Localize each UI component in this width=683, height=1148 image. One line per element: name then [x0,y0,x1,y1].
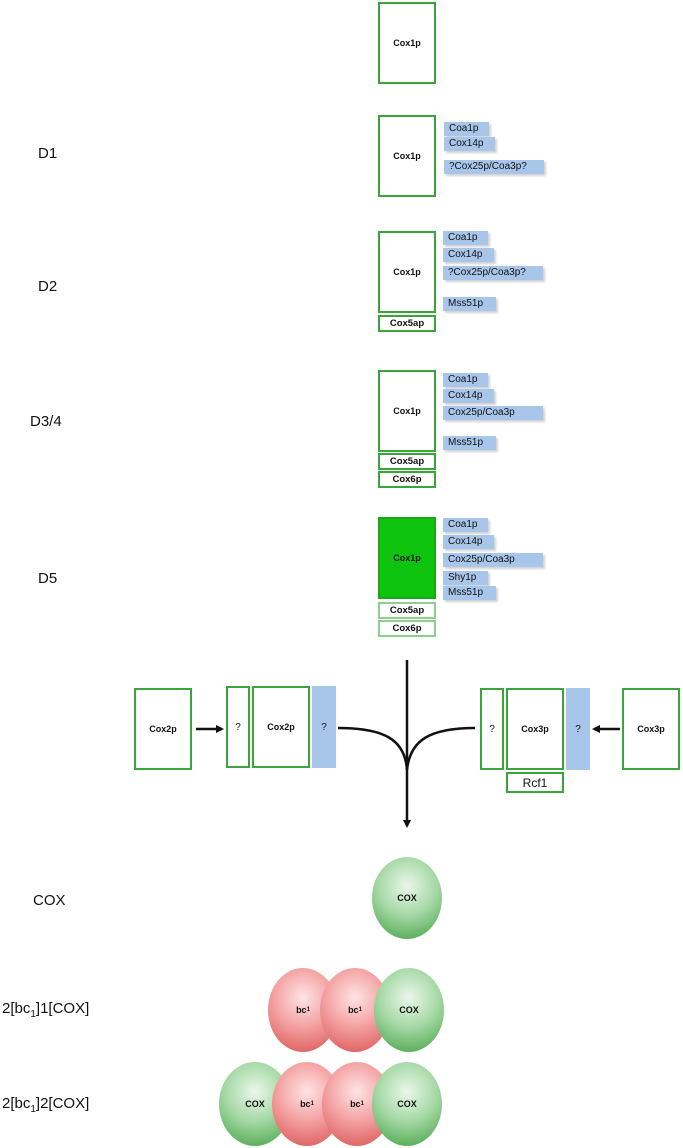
shy1p-tag-d5: Shy1p [443,571,488,585]
stage-label-supercomplex-1: 2[bc1]1[COX] [2,1000,89,1020]
cox14p-tag-d3-4: Cox14p [443,389,494,403]
cox5ap-box-d2: Cox5ap [378,315,436,332]
cox1p-box-stage0: Cox1p [378,2,436,84]
cox2p-box-free: Cox2p [134,688,192,770]
bc1-label: bc [348,1005,359,1015]
cox25p-tag-d2: ?Cox25p/Coa3p? [443,266,543,280]
cox6p-box-d3-4: Cox6p [378,471,436,488]
cox-sphere-sc1: COX [374,968,444,1052]
right-merge-curve [405,726,476,771]
sc2-prefix: 2[bc [2,1095,31,1112]
coa1p-tag-d5: Coa1p [443,518,488,532]
cox3p-unknown-green: ? [480,688,504,770]
sc1-subscript: 1 [30,1009,36,1020]
cox-sphere-sc2-right: COX [372,1062,442,1146]
stage-label-d2: D2 [38,278,58,295]
bc1-subscript: 1 [358,1007,362,1013]
bc1-subscript: 1 [310,1101,314,1107]
stage-label-supercomplex-2: 2[bc1]2[COX] [2,1095,89,1115]
coa1p-tag-d3-4: Coa1p [443,373,488,387]
coa1p-tag-d1: Coa1p [444,122,489,136]
bc1-subscript: 1 [306,1007,310,1013]
cox14p-tag-d1: Cox14p [444,137,495,151]
mss51p-tag-d5: Mss51p [443,586,496,600]
cox3p-box-free: Cox3p [622,688,680,770]
cox2p-unknown-green: ? [226,686,250,768]
stage-label-cox: COX [33,892,66,909]
cox2p-box-module: Cox2p [252,686,310,768]
cox3p-box-module: Cox3p [506,688,564,770]
cox-sphere: COX [372,857,442,939]
cox25p-tag-d3-4: Cox25p/Coa3p [443,406,543,420]
sc1-prefix: 2[bc [2,1000,31,1017]
coa1p-tag-d2: Coa1p [443,231,488,245]
mss51p-tag-d2: Mss51p [443,297,496,311]
stage-label-d5: D5 [38,570,58,587]
stage-label-d3-4: D3/4 [30,413,62,430]
bc1-label: bc [350,1099,361,1109]
cox14p-tag-d5: Cox14p [443,535,494,549]
left-merge-curve [337,726,409,771]
cox14p-tag-d2: Cox14p [443,248,494,262]
cox3p-unknown-blue: ? [566,688,590,770]
cox6p-box-d5: Cox6p [378,620,436,637]
bc1-label: bc [300,1099,311,1109]
cox5ap-box-d5: Cox5ap [378,602,436,619]
bc1-label: bc [296,1005,307,1015]
cox1p-box-d3-4: Cox1p [378,370,436,452]
cox1p-box-d5: Cox1p [378,517,436,599]
bc1-subscript: 1 [360,1101,364,1107]
cox25p-tag-d5: Cox25p/Coa3p [443,553,543,567]
rcf1-box: Rcf1 [506,772,564,793]
cox25p-tag-d1: ?Cox25p/Coa3p? [444,160,544,174]
sc2-suffix: ]2[COX] [35,1095,90,1112]
sc2-subscript: 1 [30,1104,36,1115]
sc1-suffix: ]1[COX] [35,1000,90,1017]
cox5ap-box-d3-4: Cox5ap [378,453,436,470]
cox1p-box-d2: Cox1p [378,231,436,313]
cox2p-unknown-blue: ? [312,686,336,768]
stage-label-d1: D1 [38,145,58,162]
cox1p-box-d1: Cox1p [378,115,436,197]
mss51p-tag-d3-4: Mss51p [443,436,496,450]
